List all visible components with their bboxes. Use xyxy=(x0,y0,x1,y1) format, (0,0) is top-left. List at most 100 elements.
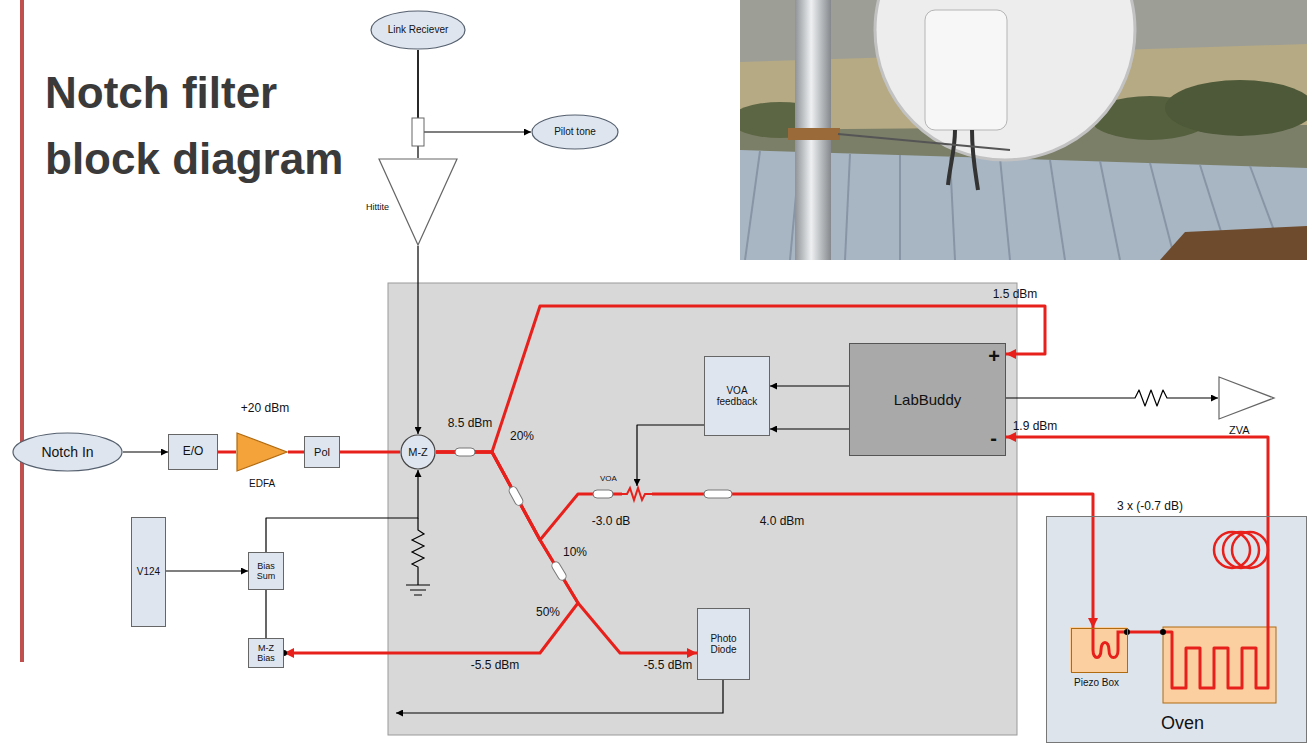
node-caption: - xyxy=(990,427,997,450)
input-ellipse: Notch In xyxy=(12,432,123,472)
photo-roof-edge xyxy=(1160,226,1307,260)
analyzer-triangle: ZVA xyxy=(1218,376,1275,420)
node-caption: Oven xyxy=(1161,713,1204,734)
attenuator-symbol xyxy=(622,488,652,500)
measurement-label: 8.5 dBm xyxy=(448,416,493,430)
polarizer-box: Pol xyxy=(304,436,340,468)
fiber-connector xyxy=(550,560,567,581)
measurement-label: +20 dBm xyxy=(241,401,289,415)
node-caption: ZVA xyxy=(1229,424,1250,437)
amplifier-triangle: Hittite xyxy=(378,158,458,246)
signal-wire xyxy=(417,246,418,434)
measurement-label: 4.0 dBm xyxy=(760,514,805,528)
analyzer-triangle xyxy=(1219,377,1274,419)
modulator-circle: M-Z xyxy=(400,434,436,470)
photo-clamp xyxy=(788,128,840,140)
measurement-label: 3 x (-0.7 dB) xyxy=(1117,499,1183,513)
node-label: M-Z Bias xyxy=(251,643,281,664)
measurement-label: 10% xyxy=(563,545,587,559)
converter-box: E/O xyxy=(168,434,218,470)
fiber-coils xyxy=(1214,532,1268,568)
photo-tree xyxy=(1165,80,1307,136)
fiber-connector-line xyxy=(436,452,697,653)
photo-dish xyxy=(875,0,1135,160)
signal-wire xyxy=(637,425,704,486)
analyzer-triangle-outline xyxy=(1218,376,1275,420)
signal-wire xyxy=(265,590,266,638)
photodiode-wire xyxy=(396,680,723,713)
pilot-tone-ellipse xyxy=(532,115,618,149)
node-label: Pol xyxy=(314,446,330,459)
amplifier-triangle-outline xyxy=(236,432,288,472)
voltage-source-box: V124 xyxy=(131,517,166,627)
junction-dot xyxy=(1160,629,1166,635)
diagram-title: Notch filter block diagram xyxy=(45,60,375,192)
receiver-ellipse xyxy=(371,11,465,49)
amplifier-triangle xyxy=(379,159,457,245)
piezo-fill xyxy=(1070,627,1127,672)
amplifier-triangle: EDFA xyxy=(236,432,288,472)
signal-wire xyxy=(166,570,248,571)
node-label: Link Reciever xyxy=(388,24,449,36)
node-label: Notch In xyxy=(41,444,93,460)
measurement-label: 20% xyxy=(510,429,534,443)
piezo-coil xyxy=(1093,628,1127,658)
signal-wire xyxy=(1006,390,1218,406)
signal-wire xyxy=(266,470,418,552)
measurement-label: -5.5 dBm xyxy=(644,658,693,672)
ground-symbol xyxy=(406,585,430,595)
modulator-circle xyxy=(401,435,435,469)
receiver-ellipse: Link Reciever xyxy=(370,10,466,50)
fiber-connector-line xyxy=(340,451,400,454)
photo-radio-unit xyxy=(925,10,1007,130)
attenuator-symbol-outline xyxy=(622,486,652,502)
node-label: VOA feedback xyxy=(707,385,767,408)
node-caption: Hittite xyxy=(366,202,389,212)
node-label: Pilot tone xyxy=(554,126,596,138)
summer-box: Bias Sum xyxy=(248,552,284,590)
enclosure-panel xyxy=(388,283,1017,735)
node-label: Photo Diode xyxy=(700,633,747,656)
node-label: E/O xyxy=(183,445,204,459)
rf-splitter xyxy=(412,118,424,146)
signal-wire xyxy=(418,50,531,132)
photo-cables xyxy=(948,130,978,190)
fiber-connector xyxy=(508,485,525,506)
amplifier-triangle-outline xyxy=(378,158,458,246)
fiber-connector-line xyxy=(218,451,236,454)
node-label: Bias Sum xyxy=(251,561,281,582)
fiber-connectors xyxy=(455,448,732,582)
fiber-connector xyxy=(593,490,613,498)
node-caption: Piezo Box xyxy=(1074,677,1119,689)
input-ellipse xyxy=(13,433,122,471)
node-label: M-Z xyxy=(408,446,428,459)
photo-guy-wire xyxy=(838,134,1010,150)
fiber-connector xyxy=(455,448,475,456)
fiber-connector xyxy=(704,490,732,498)
fiber-connector-line xyxy=(288,451,304,454)
attenuator-symbol: VOA xyxy=(622,486,652,502)
signal-wire xyxy=(770,385,849,386)
node-label: LabBuddy xyxy=(894,391,962,408)
measurement-label: 1.9 dBm xyxy=(1013,419,1058,433)
signal-wire xyxy=(770,428,849,429)
node-caption: + xyxy=(988,345,1000,368)
resistor-symbol xyxy=(412,518,424,585)
measurement-label: -5.5 dBm xyxy=(471,658,520,672)
oven-region: Oven Piezo Box xyxy=(1046,516,1307,743)
fiber-spool-box xyxy=(1163,627,1276,703)
signal-wire xyxy=(123,451,168,452)
measurement-label: -3.0 dB xyxy=(592,514,631,528)
detector-box: Photo Diode xyxy=(697,608,750,680)
measurement-label: 1.5 dBm xyxy=(993,287,1038,301)
node-caption: EDFA xyxy=(249,478,275,490)
process-box: VOA feedback xyxy=(704,356,770,436)
site-photo xyxy=(740,0,1307,260)
accent-bar xyxy=(20,0,24,662)
node-label: V124 xyxy=(137,566,160,578)
fiber-connector-line xyxy=(284,452,578,653)
junction-dot xyxy=(1124,629,1130,635)
node-caption: VOA xyxy=(600,474,617,483)
measurement-label: 50% xyxy=(536,605,560,619)
bias-box: M-Z Bias xyxy=(248,638,284,668)
